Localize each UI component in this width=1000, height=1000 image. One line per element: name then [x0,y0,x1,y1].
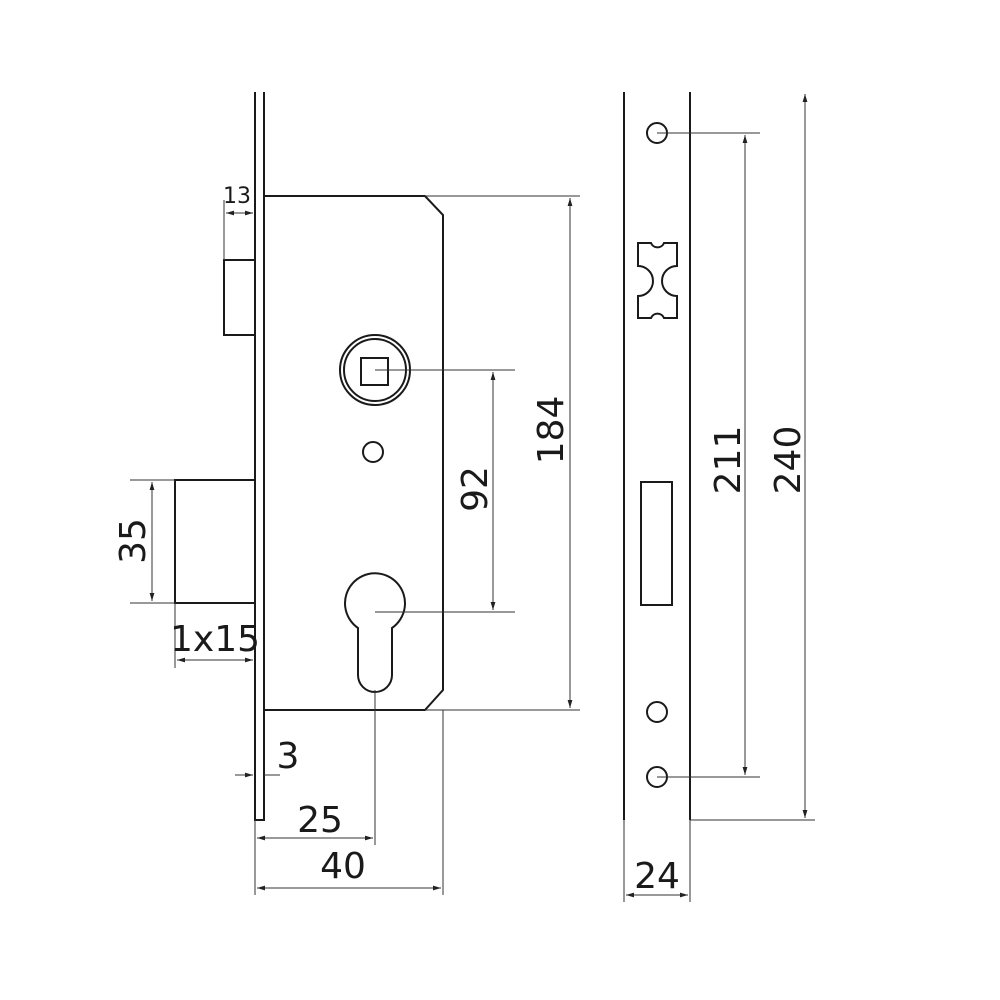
lock-case [264,195,444,711]
dim-label-1x15: 1x15 [170,619,260,660]
follower-square [360,357,389,386]
dim-label-35: 35 [113,518,154,564]
dim-label-40: 40 [320,846,366,887]
dim-label-92: 92 [455,466,496,512]
dim-label-184: 184 [531,396,572,465]
bolt-opening [640,481,673,606]
faceplate-dimension-lines [623,94,815,902]
dim-label-13: 13 [223,184,251,209]
dead-bolt [174,479,256,604]
dim-label-24: 24 [634,856,680,897]
dimension-lines [130,195,580,895]
screw-hole [362,441,384,463]
faceplate-front-view [623,92,691,820]
latch-bolt [223,259,256,336]
lock-body-view [174,92,444,821]
dim-label-240: 240 [768,426,809,495]
fixing-hole-mid [646,701,668,723]
cylinder-keyhole [344,572,406,693]
dim-label-3: 3 [277,736,300,777]
faceplate [254,92,265,821]
dim-label-211: 211 [708,426,749,495]
latch-opening [637,242,678,319]
dim-label-25: 25 [297,800,343,841]
